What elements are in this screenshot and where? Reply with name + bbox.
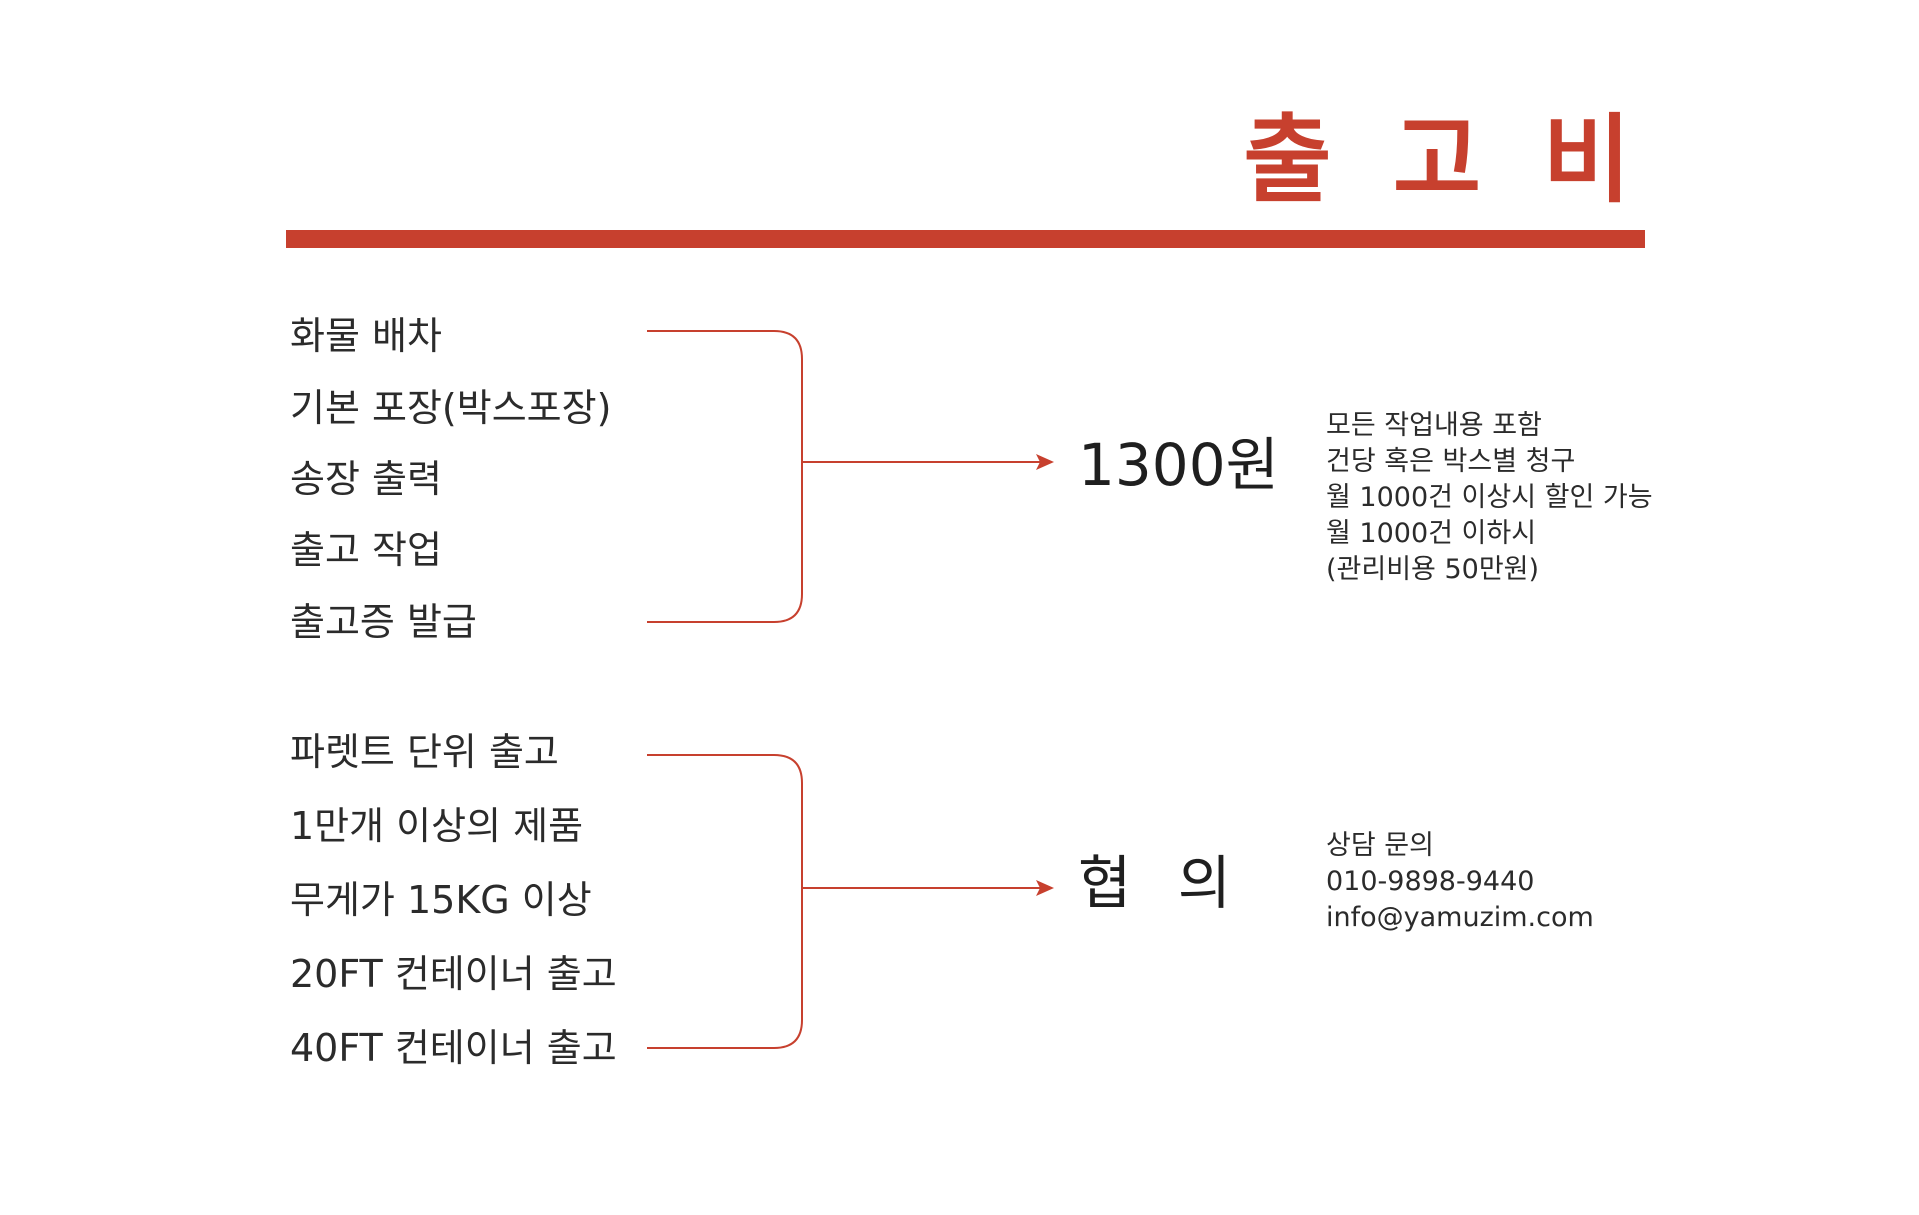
service-item-pallet-shipping: 파렛트 단위 출고: [290, 730, 559, 774]
note-email: info@yamuzim.com: [1326, 902, 1594, 933]
note-line: 월 1000건 이상시 할인 가능: [1326, 482, 1653, 513]
arrowhead-basic: [1036, 454, 1054, 470]
page-title: 출 고 비: [1243, 104, 1645, 216]
note-line: 상담 문의: [1326, 830, 1434, 861]
bracket-bulk: [647, 754, 803, 1049]
service-item-shipping-work: 출고 작업: [290, 528, 442, 572]
note-line: (관리비용 50만원): [1326, 554, 1540, 585]
note-line: 월 1000건 이하시: [1326, 518, 1537, 549]
price-basic: 1300원: [1078, 431, 1279, 499]
service-item-over-15kg: 무게가 15KG 이상: [290, 878, 592, 922]
notes-basic: 모든 작업내용 포함 건당 혹은 박스별 청구 월 1000건 이상시 할인 가…: [1326, 408, 1653, 588]
service-item-release-slip: 출고증 발급: [290, 600, 477, 644]
service-item-20ft-container: 20FT 컨테이너 출고: [290, 952, 617, 996]
service-item-invoice-print: 송장 출력: [290, 457, 442, 501]
price-bulk: 협 의: [1078, 849, 1246, 917]
notes-bulk: 상담 문의 010-9898-9440 info@yamuzim.com: [1326, 828, 1594, 936]
title-underline: [286, 230, 1645, 248]
service-item-10k-products: 1만개 이상의 제품: [290, 804, 584, 848]
service-item-basic-packing: 기본 포장(박스포장): [290, 386, 612, 430]
note-line: 모든 작업내용 포함: [1326, 410, 1542, 441]
bracket-basic: [647, 330, 803, 623]
arrowhead-bulk: [1036, 880, 1054, 896]
service-item-freight-dispatch: 화물 배차: [290, 314, 442, 358]
note-phone: 010-9898-9440: [1326, 866, 1535, 897]
note-line: 건당 혹은 박스별 청구: [1326, 446, 1576, 477]
service-item-40ft-container: 40FT 컨테이너 출고: [290, 1026, 617, 1070]
